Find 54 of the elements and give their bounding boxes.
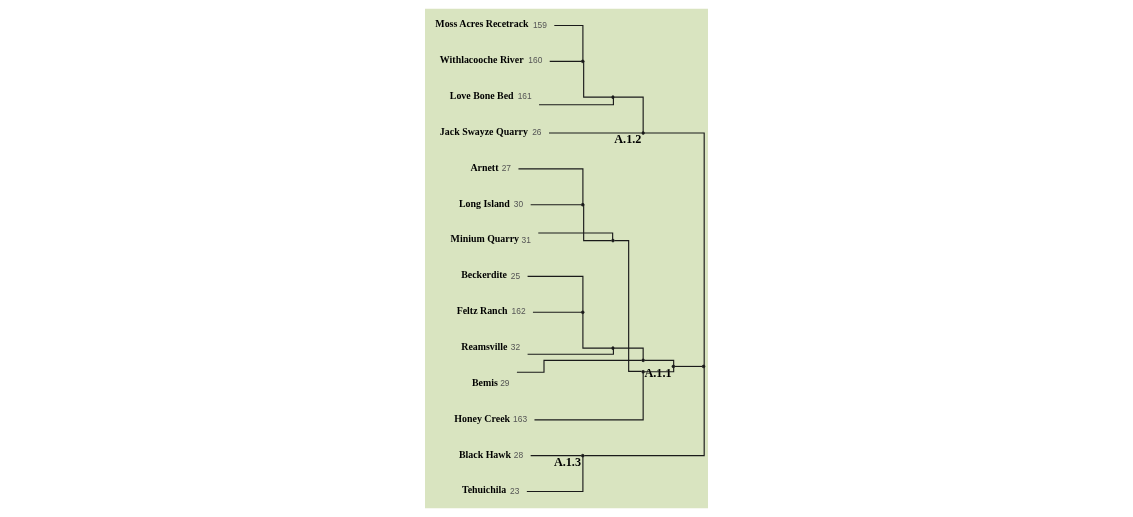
node-label: 26 [532,127,542,138]
connector [613,96,644,134]
node-label: 163 [513,413,528,424]
node-label: 27 [501,163,511,174]
node-text: Bemis [471,376,498,388]
connector [530,204,582,206]
connector [613,347,644,361]
connector [674,365,703,367]
connector [538,96,614,106]
connector [532,311,582,313]
connector [548,132,643,134]
connector [527,347,614,355]
node-point [641,131,645,135]
node-label: 161 [517,91,532,102]
node-label: 28 [513,449,524,460]
node-label: A.1.3 [553,455,582,470]
node-text: Jack Swayze Quarry [439,125,528,137]
connector [516,359,643,373]
node-point [611,346,615,350]
node-label: 31 [521,234,531,245]
node-point [581,59,585,64]
connector [537,232,614,242]
node-text: Minium Quarry [450,233,520,245]
node-label: 162 [511,306,526,317]
node-text: Reamsville [461,340,508,352]
node-text: Moss Acres Recetrack [435,18,529,30]
node-text: Feltz Ranch [456,305,508,317]
node-label: 29 [500,378,510,389]
connector [549,60,582,62]
node-text: Arnett [470,161,499,173]
node-point [641,370,645,374]
connector [530,455,582,457]
node-point [611,95,615,99]
node-label: 25 [510,270,521,281]
node-label: 30 [513,198,524,209]
node-point [581,453,585,458]
node-text: Honey Creek [454,412,511,424]
node-label: 23 [510,485,520,496]
node-point [671,364,676,369]
node-text: Long Island [458,197,510,209]
node-label: A.1.2 [614,132,642,147]
node-point [611,238,615,243]
node-text: Beckerdite [461,269,507,281]
node-text: Tehuichila [462,484,507,496]
node-text: Love Bone Bed [449,90,514,101]
node-label: 160 [528,55,543,66]
node-point [641,358,645,363]
connector [533,371,644,421]
node-text: Black Hawk [458,448,511,460]
connector [613,240,643,372]
node-point [701,364,706,369]
node-label: 32 [510,342,521,353]
node-text: Withlacooche River [439,54,524,66]
node-label: 159 [532,19,547,30]
